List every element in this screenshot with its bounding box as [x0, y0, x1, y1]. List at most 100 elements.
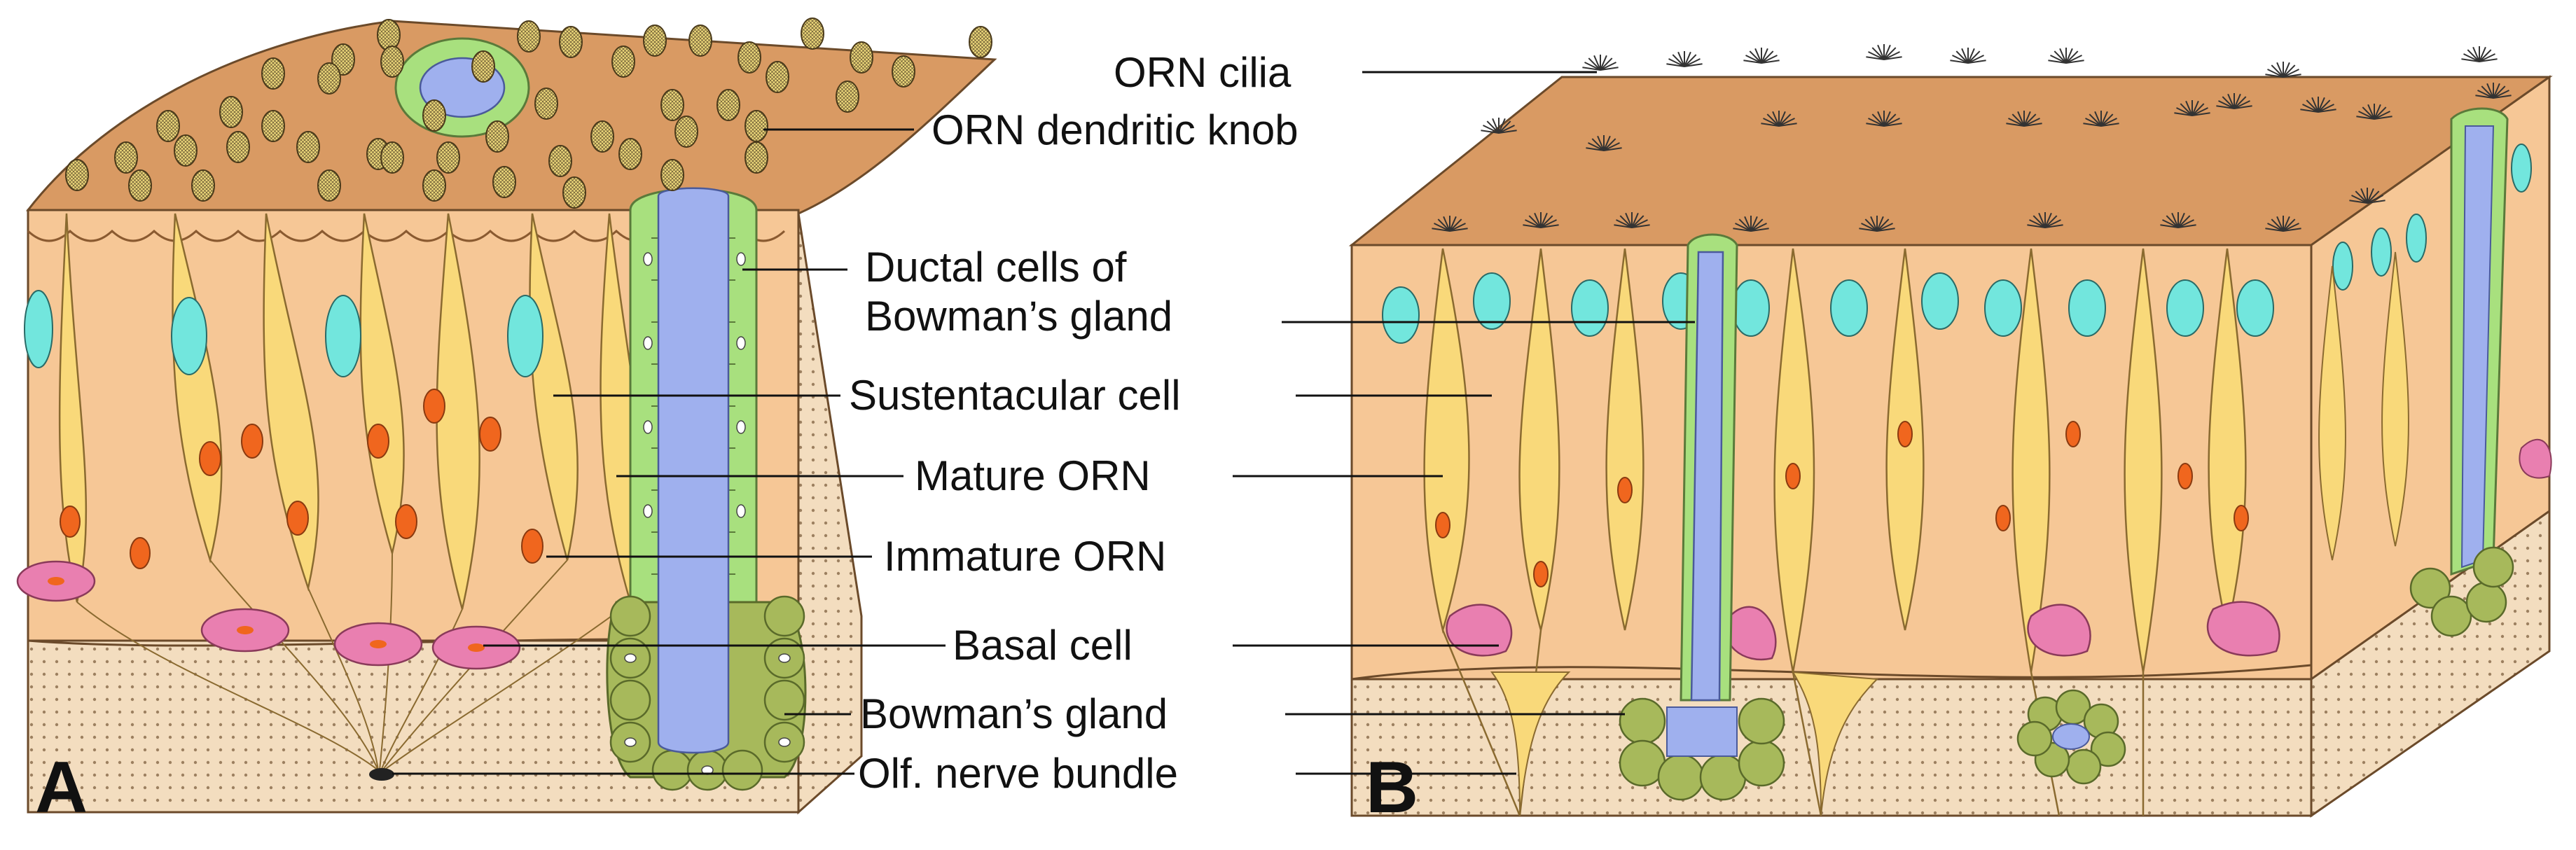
dendritic-knob [174, 134, 198, 167]
dendritic-knob [559, 26, 583, 58]
dendritic-knob [317, 62, 341, 95]
labels: ORN cilia ORN dendritic knob Ductal cell… [35, 49, 1418, 828]
cilia-tuft [1733, 216, 1769, 232]
dendritic-knob [296, 131, 320, 163]
dendritic-knob [422, 169, 446, 202]
cilia-tuft [1523, 212, 1559, 228]
cilia-tuft [1582, 55, 1619, 71]
dendritic-knob [643, 25, 667, 57]
dendritic-knob [128, 169, 152, 202]
cilia-tuft [2160, 212, 2196, 228]
dendritic-knob [618, 138, 642, 170]
dendritic-knob [745, 110, 768, 142]
label-orn-cilia: ORN cilia [1114, 49, 1292, 96]
cilia-tuft [1586, 135, 1622, 151]
cilia-tuft [2048, 48, 2084, 64]
dendritic-knob [380, 141, 404, 174]
cilia-tuft [2083, 111, 2119, 127]
dendritic-knob [674, 116, 698, 148]
dendritic-knob [892, 55, 915, 88]
cilia-tuft [2265, 216, 2301, 232]
cilia-tuft [1614, 212, 1650, 228]
dendritic-knob [191, 169, 215, 202]
cilia-tuft [1743, 48, 1780, 64]
cilia-tuft [1950, 48, 1986, 64]
panel-a [16, 18, 997, 815]
dendritic-knob [660, 159, 684, 191]
dendritic-knob [660, 89, 684, 121]
cilia-tuft [2174, 100, 2210, 116]
label-immature-orn: Immature ORN [884, 533, 1166, 580]
panel-b-gland-acinus [1619, 697, 1785, 801]
dendritic-knob [65, 159, 89, 191]
cilia-tuft [2265, 62, 2301, 78]
dendritic-knob [836, 81, 859, 113]
label-bowmans-gland: Bowman’s gland [860, 690, 1168, 737]
panel-b-cilia [1432, 44, 2512, 232]
dendritic-knob [738, 41, 761, 74]
label-orn-dendritic-knob: ORN dendritic knob [932, 106, 1299, 153]
dendritic-knob [261, 57, 285, 90]
label-leaders [392, 71, 1695, 775]
dendritic-knob [317, 169, 341, 202]
dendritic-knob [716, 89, 740, 121]
dendritic-knob [850, 41, 873, 74]
cilia-tuft [2475, 83, 2512, 99]
cilia-tuft [2216, 93, 2252, 109]
cilia-tuft [2027, 212, 2063, 228]
panel-a-sustentacular-nuclei [24, 290, 543, 377]
cilia-tuft [1859, 216, 1895, 232]
dendritic-knob [534, 88, 558, 120]
cilia-tuft [1866, 44, 1902, 60]
dendritic-knob [562, 176, 586, 209]
label-sustentacular-cell: Sustentacular cell [849, 372, 1181, 419]
panel-a-orn-nuclei [60, 389, 543, 569]
panel-b-orn-nuclei [1435, 421, 2249, 587]
dendritic-knob [611, 46, 635, 78]
dendritic-knob [766, 61, 789, 93]
panel-b [1348, 44, 2553, 818]
dendritic-knob [422, 99, 446, 132]
panel-b-orns [1423, 248, 2247, 673]
label-mature-orn: Mature ORN [915, 452, 1151, 499]
dendritic-knob [471, 50, 495, 83]
panel-a-gland-lumen [657, 187, 730, 754]
cilia-tuft [2356, 104, 2393, 120]
cilia-tuft [2006, 111, 2042, 127]
dendritic-knob [548, 145, 572, 177]
panel-b-gland-cross-section [2016, 689, 2126, 785]
dendritic-knob [688, 25, 712, 57]
cilia-tuft [1481, 118, 1517, 134]
cilia-tuft [1866, 111, 1902, 127]
dendritic-knob [226, 131, 250, 163]
label-basal-cell: Basal cell [953, 622, 1133, 669]
panel-a-side [797, 213, 863, 815]
dendritic-knob [156, 110, 180, 142]
cilia-tuft [2349, 188, 2385, 204]
panel-letter-a: A [35, 747, 88, 828]
cilia-tuft [2461, 46, 2498, 62]
dendritic-knob [380, 46, 404, 78]
dendritic-knob [969, 26, 992, 58]
panel-a-orns [58, 213, 644, 610]
panel-letter-b: B [1366, 747, 1418, 828]
dendritic-knob [114, 141, 138, 174]
dendritic-knob [745, 141, 768, 174]
label-ductal-cells-line1: Ductal cells of [865, 244, 1127, 291]
dendritic-knob [219, 96, 243, 128]
cilia-tuft [2300, 97, 2336, 113]
dendritic-knob [261, 110, 285, 142]
dendritic-knob [517, 20, 541, 53]
panel-a-nerve-bundle [369, 768, 394, 781]
dendritic-knob [485, 120, 509, 153]
dendritic-knob [492, 166, 516, 198]
panel-b-basal-cells [1446, 601, 2280, 661]
cilia-tuft [1432, 216, 1468, 232]
cilia-tuft [1666, 51, 1703, 67]
cilia-tuft [1761, 111, 1797, 127]
dendritic-knob [436, 141, 460, 174]
panel-a-dendritic-knobs [65, 18, 992, 209]
label-olf-nerve-bundle: Olf. nerve bundle [858, 750, 1178, 797]
